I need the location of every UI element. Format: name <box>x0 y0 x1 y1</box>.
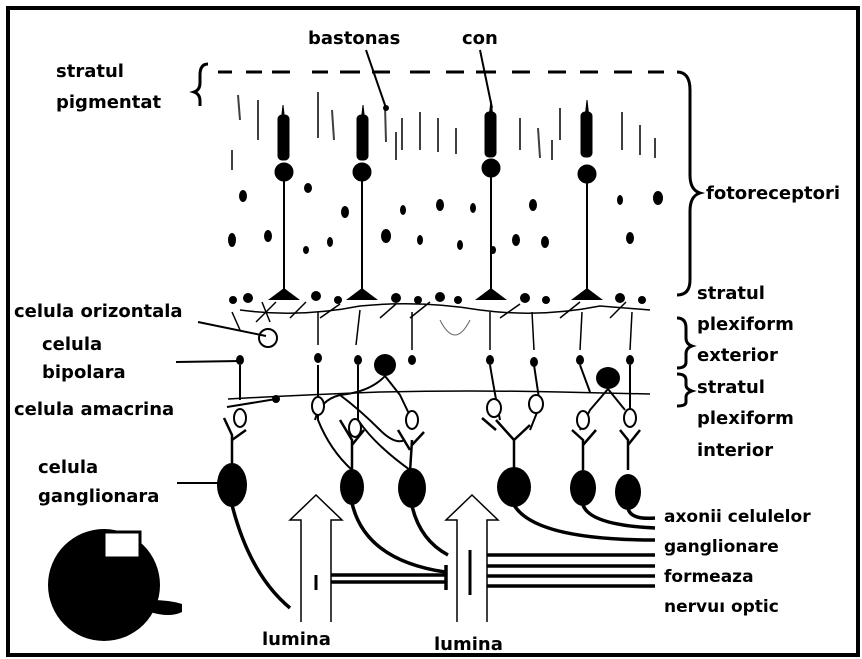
leader-lines <box>176 50 492 483</box>
label-stratul-plexiform-interior-line1: stratul <box>697 377 765 398</box>
outer-plexiform-connections <box>232 302 650 350</box>
label-stratul-plexiform-exterior-line1: stratul <box>697 283 765 304</box>
horizontal-cell-body <box>259 329 277 347</box>
ganglion-cells <box>217 463 641 510</box>
label-lumina-right: lumina <box>434 634 503 655</box>
label-stratul-plexiform-interior-line2: plexiform <box>697 408 794 429</box>
amacrine-cells <box>272 354 620 403</box>
bipolar-terminals <box>234 395 636 437</box>
label-axonii-line1: axonii celulelor <box>664 507 811 527</box>
label-stratul-plexiform-interior-line3: interior <box>697 440 773 461</box>
eyeball-icon <box>48 529 182 641</box>
light-arrows <box>290 495 498 622</box>
label-stratul-pigmentat-line1: stratul <box>56 61 124 82</box>
label-celula-amacrina: celula amacrina <box>14 399 174 420</box>
label-axonii-line4: nervuı optic <box>664 597 779 617</box>
label-celula-orizontala: celula orizontala <box>14 301 183 322</box>
label-con: con <box>462 28 498 49</box>
photoreceptor-terminals <box>229 288 646 304</box>
label-stratul-pigmentat-line2: pigmentat <box>56 92 161 113</box>
faint-horizontal-cell <box>440 320 470 335</box>
label-stratul-plexiform-exterior-line3: exterior <box>697 345 778 366</box>
label-celula-ganglionara-line2: ganglionara <box>38 486 159 507</box>
bipolar-cells <box>236 353 634 367</box>
label-celula-ganglionara-line1: celula <box>38 457 98 478</box>
rod-nuclei <box>228 183 663 254</box>
label-lumina-left: lumina <box>262 629 331 650</box>
label-fotoreceptori: fotoreceptori <box>706 183 840 204</box>
cone-cells <box>275 100 596 292</box>
label-bastonas: bastonas <box>308 28 400 49</box>
label-celula-bipolara-line2: bipolara <box>42 362 126 383</box>
rod-pointer-dot <box>383 105 389 111</box>
label-axonii-line3: formeaza <box>664 567 754 587</box>
label-stratul-plexiform-exterior-line2: plexiform <box>697 314 794 335</box>
label-celula-bipolara-line1: celula <box>42 334 102 355</box>
label-axonii-line2: ganglionare <box>664 537 779 557</box>
